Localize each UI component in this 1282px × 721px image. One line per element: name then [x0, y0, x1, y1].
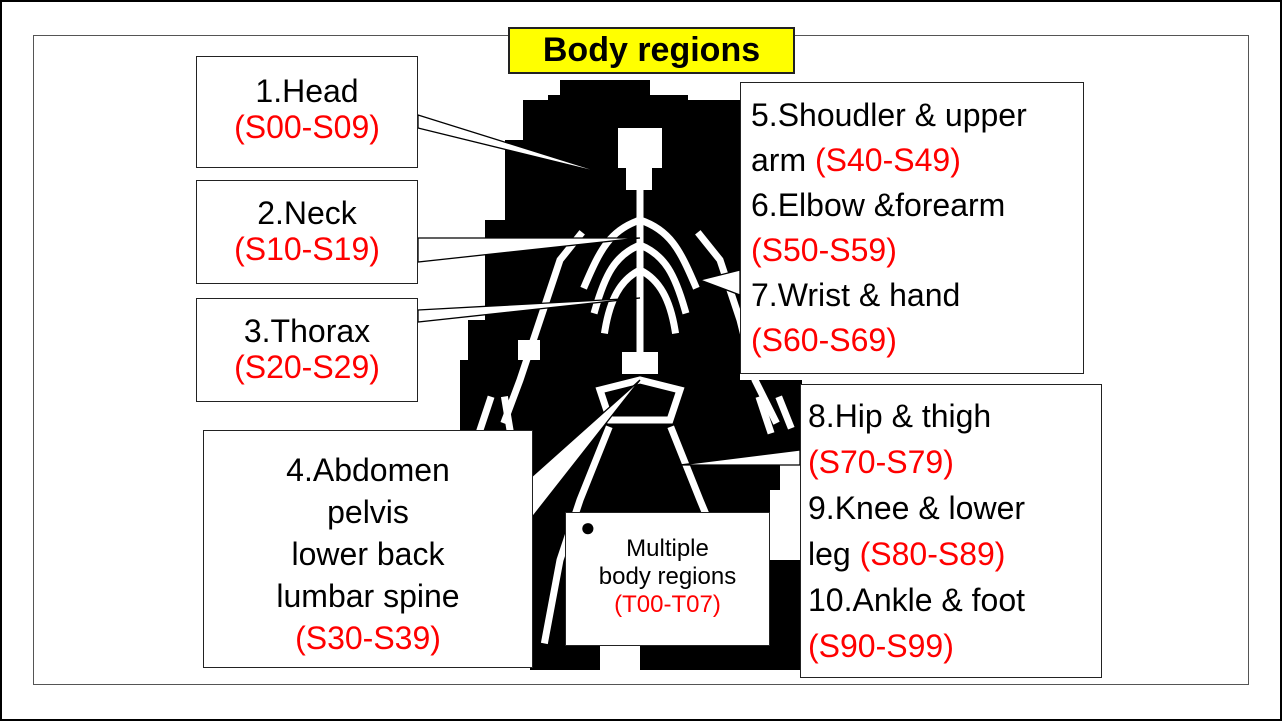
region-name: 5.Shoudler & upper: [751, 93, 1083, 138]
region-code: (S60-S69): [751, 318, 1083, 363]
region-box-abdomen: 4.Abdomen pelvis lower back lumbar spine…: [203, 430, 533, 668]
region-name-line: 4.Abdomen: [204, 449, 532, 491]
region-code: (S20-S29): [197, 349, 417, 385]
region-name-line: lower back: [204, 533, 532, 575]
region-name: 8.Hip & thigh: [808, 393, 1101, 439]
region-box-neck: 2.Neck (S10-S19): [196, 180, 418, 284]
region-name: 2.Neck: [197, 195, 417, 231]
region-code: (S50-S59): [751, 228, 1083, 273]
region-name: 7.Wrist & hand: [751, 273, 1083, 318]
region-code: (S90-S99): [808, 623, 1101, 669]
region-name: 9.Knee & lower: [808, 485, 1101, 531]
region-code: (S10-S19): [197, 231, 417, 267]
region-code: (S30-S39): [204, 617, 532, 659]
region-box-head: 1.Head (S00-S09): [196, 56, 418, 168]
region-name-line: lumbar spine: [204, 575, 532, 617]
bullet-icon: ●: [580, 513, 596, 541]
region-name: 3.Thorax: [197, 313, 417, 349]
region-name-line: pelvis: [204, 491, 532, 533]
region-box-lower-limb: 8.Hip & thigh (S70-S79) 9.Knee & lower l…: [800, 384, 1102, 678]
region-name-cont-line: leg (S80-S89): [808, 531, 1101, 577]
region-name: 6.Elbow &forearm: [751, 183, 1083, 228]
multiple-regions-box: ● Multiple body regions (T00-T07): [565, 512, 770, 646]
region-name: 10.Ankle & foot: [808, 577, 1101, 623]
region-box-thorax: 3.Thorax (S20-S29): [196, 298, 418, 402]
region-code: (S40-S49): [815, 142, 961, 178]
region-name-cont-line: arm (S40-S49): [751, 138, 1083, 183]
region-code: (S00-S09): [197, 109, 417, 145]
region-code: (S70-S79): [808, 439, 1101, 485]
region-name: 1.Head: [197, 73, 417, 109]
multiple-code: (T00-T07): [566, 591, 769, 619]
region-code: (S80-S89): [860, 536, 1006, 572]
multiple-line1: ● Multiple: [566, 517, 769, 563]
multiple-line2: body regions: [566, 563, 769, 591]
region-box-upper-limb: 5.Shoudler & upper arm (S40-S49) 6.Elbow…: [740, 82, 1084, 374]
page-title: Body regions: [508, 27, 795, 74]
